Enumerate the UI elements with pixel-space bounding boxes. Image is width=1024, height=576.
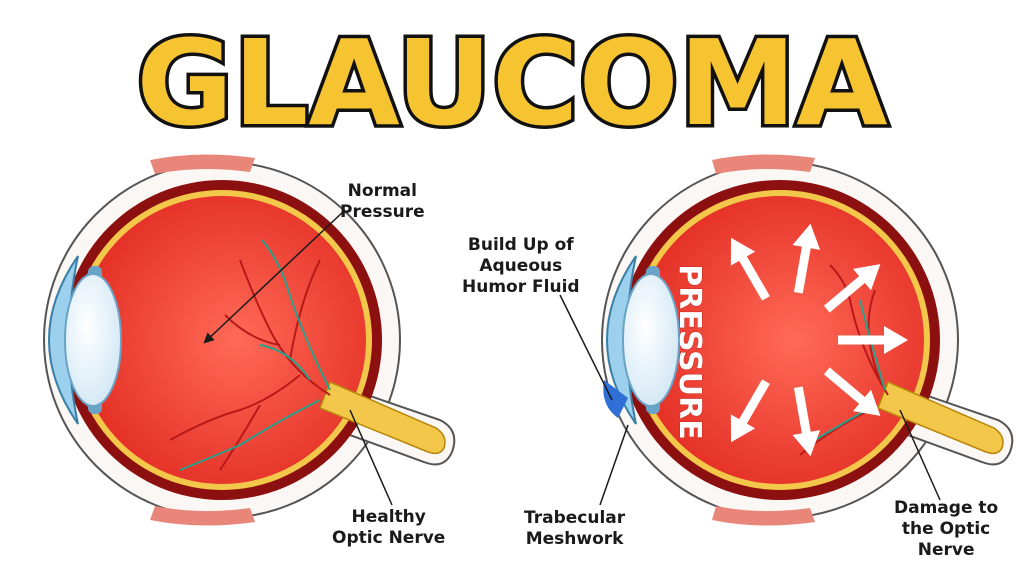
pressure-label: PRESSURE [672,264,707,439]
left-eye [43,154,456,526]
pressure-arrow-head [792,430,821,457]
pressure-arrow-head [730,414,756,443]
pressure-arrow-head [792,223,821,250]
left-optic-nerve [319,381,446,455]
title-banner: GLAUCOMA [133,11,891,141]
left-eye-vitreous [78,196,366,484]
pressure-arrow-head [853,264,881,291]
page-title: GLAUCOMA [136,14,887,140]
pressure-arrow-head [853,389,881,416]
right-eye-lens [622,273,680,407]
pressure-arrow-shaft [793,386,812,440]
left-eye-nerve-fibers [179,239,331,471]
pressure-arrow-head [884,326,908,354]
pressure-arrow-shaft [736,379,770,429]
healthy-nerve-pointer [349,409,393,506]
left-eye-lens [64,273,122,407]
pressure-arrow-shaft [823,367,870,408]
normal-pressure-pointer [203,209,346,344]
label-trabecular-meshwork: Trabecular Meshwork [524,508,626,549]
label-build-up-aqueous: Build Up of Aqueous Humor Fluid [462,235,580,297]
label-damage-optic-nerve: Damage to the Optic Nerve [894,498,999,560]
pressure-arrow-shaft [793,240,812,294]
pressure-arrow-shaft [736,251,770,301]
label-healthy-optic-nerve: Healthy Optic Nerve [332,507,446,548]
right-optic-nerve [877,381,1004,455]
right-eye-muscle-top [712,154,815,174]
right-eye: PRESSURE [559,154,1014,526]
right-eye-vitreous [636,196,924,484]
label-normal-pressure: Normal Pressure [340,181,425,222]
pressure-arrow-head [730,237,756,266]
trabecular-pointer [599,424,629,506]
pressure-arrows [730,223,908,457]
right-eye-muscle-bottom [712,506,815,526]
aqueous-fluid-buildup [603,380,628,418]
left-eye-muscle-bottom [150,506,255,526]
damage-pointer [899,409,941,501]
build-up-pointer [559,294,613,401]
pressure-arrow-shaft [823,272,870,313]
left-eye-muscle-top [150,154,255,174]
